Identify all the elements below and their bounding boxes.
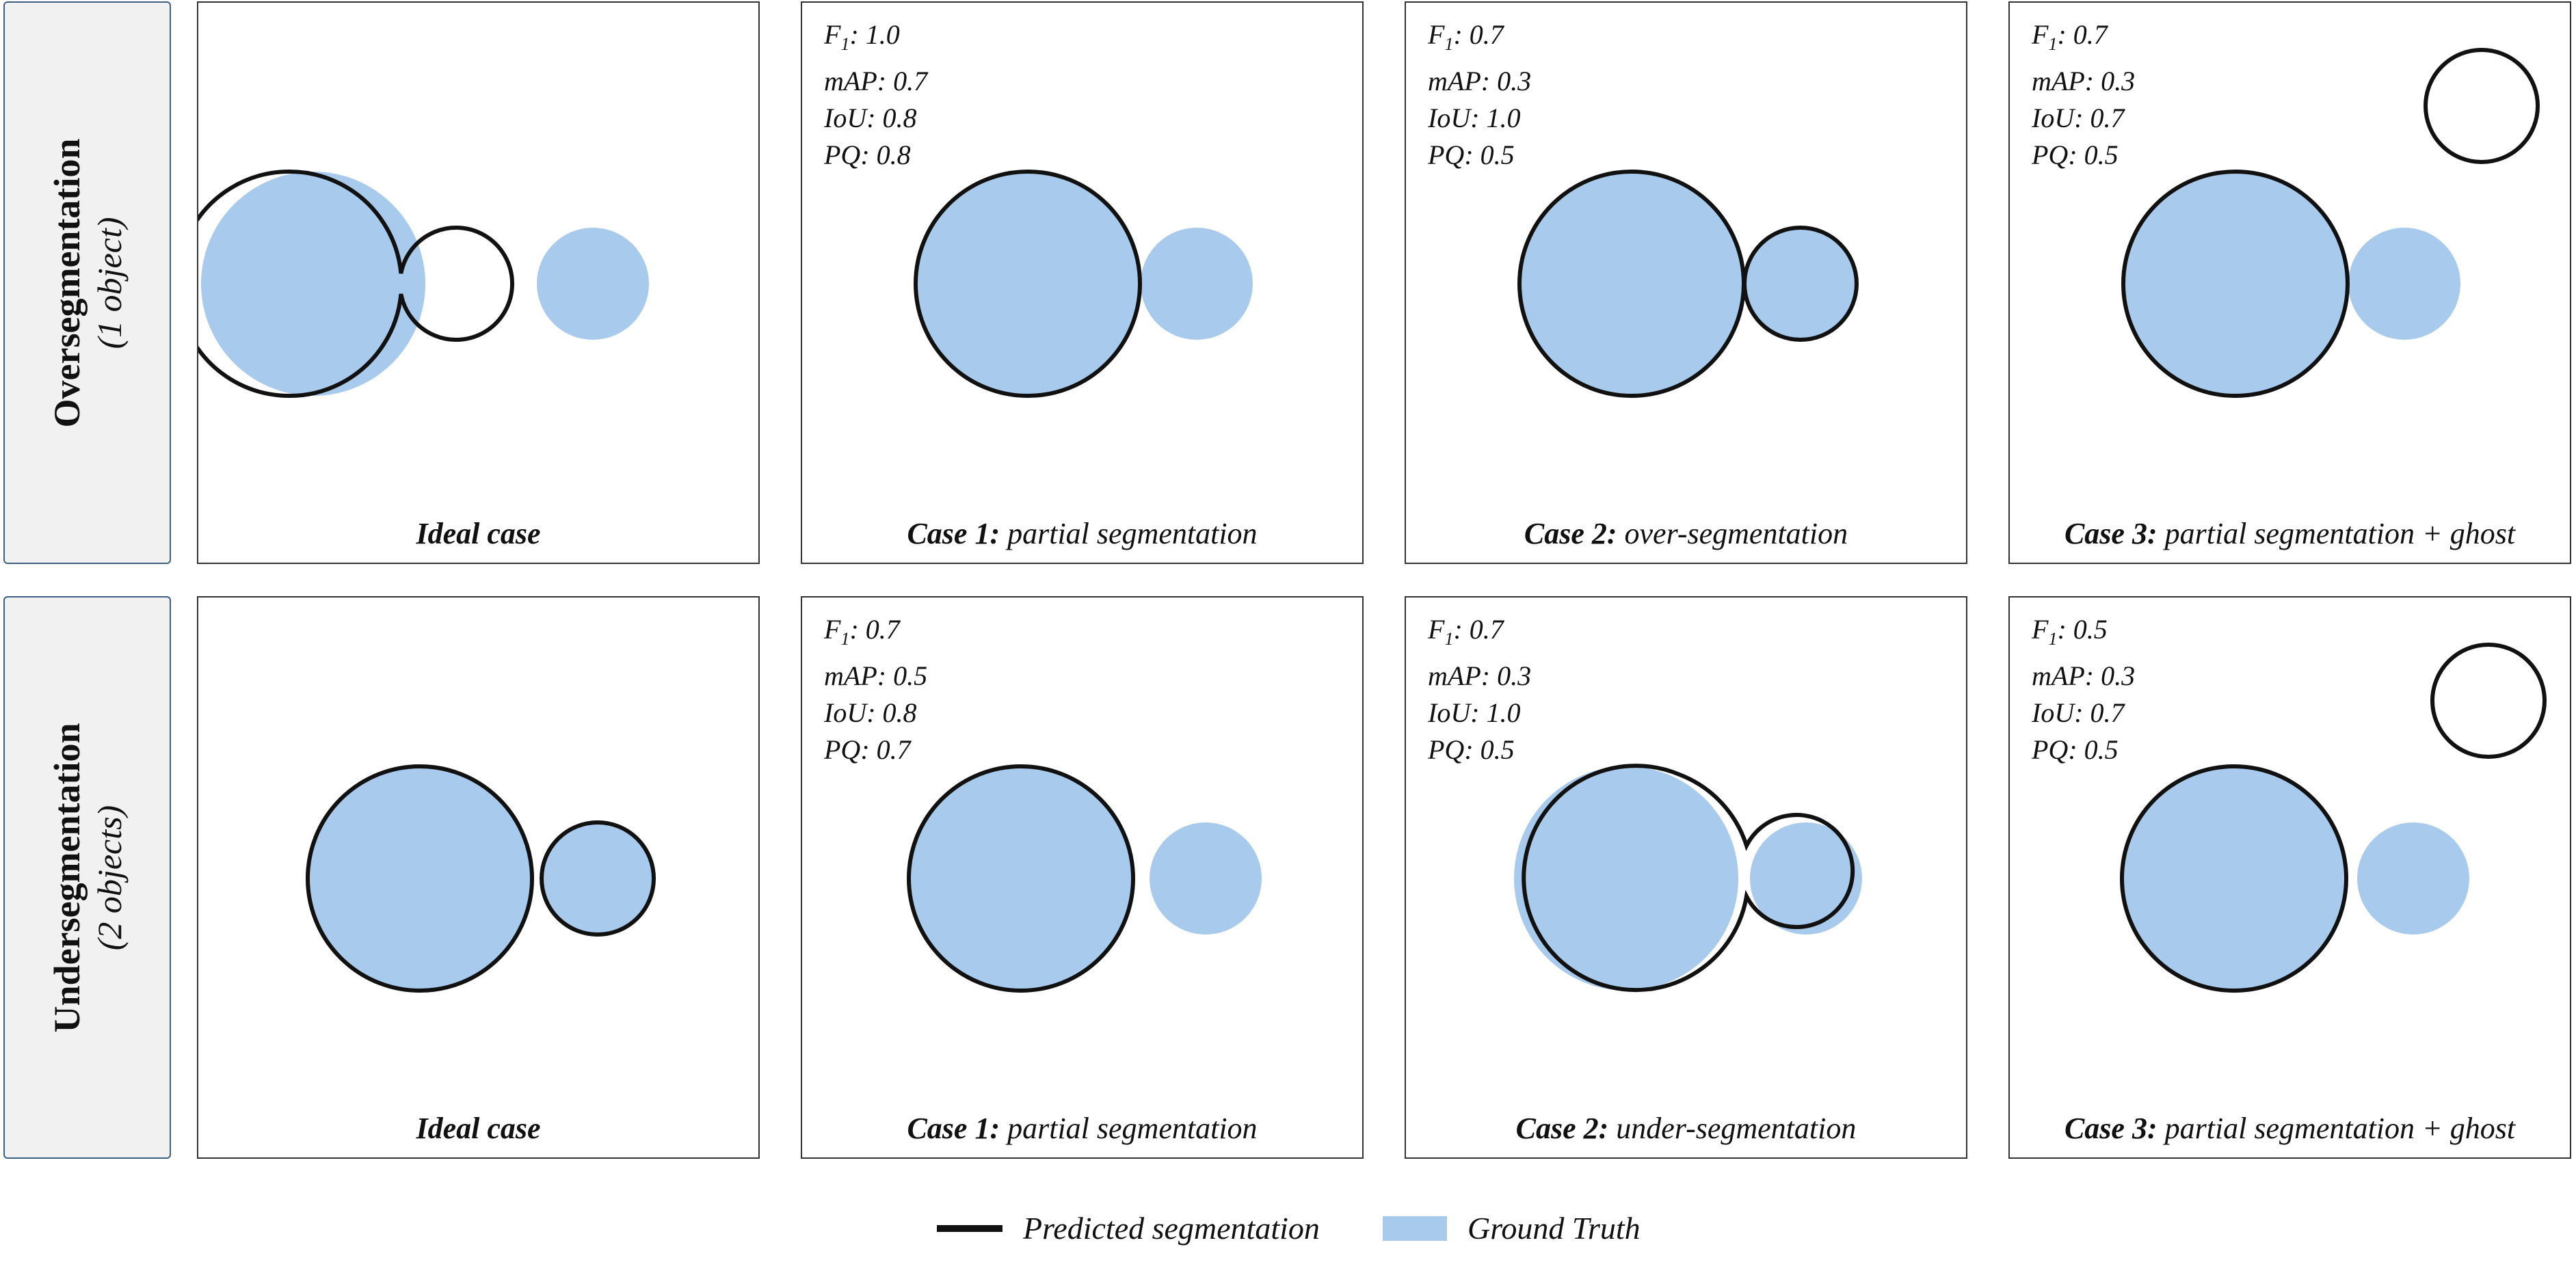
metric-f1: F1: 0.7 bbox=[1428, 614, 1504, 649]
metric-pq: PQ: 0.5 bbox=[2032, 734, 2119, 765]
ground-truth-large bbox=[306, 764, 534, 993]
panel-over-case2: F1: 0.7 mAP: 0.3 IoU: 1.0 PQ: 0.5 Case 2… bbox=[1405, 1, 1967, 564]
metrics-list: F1: 0.7 mAP: 0.5 IoU: 0.8 PQ: 0.7 bbox=[824, 611, 927, 768]
ghost-prediction bbox=[2424, 48, 2540, 164]
metric-pq: PQ: 0.7 bbox=[824, 734, 911, 765]
ground-truth-large bbox=[909, 766, 1133, 991]
prediction-outline bbox=[914, 170, 1142, 398]
legend-fill-swatch bbox=[1383, 1216, 1447, 1241]
metric-f1: F1: 0.7 bbox=[824, 614, 900, 649]
prediction-outline bbox=[907, 764, 1135, 993]
panel-caption: Case 1: partial segmentation bbox=[907, 1112, 1258, 1145]
panel-caption: Case 2: over-segmentation bbox=[1524, 517, 1848, 550]
ground-truth-small bbox=[1141, 228, 1253, 340]
ghost-prediction bbox=[2430, 643, 2547, 759]
metric-f1: F1: 0.5 bbox=[2032, 614, 2108, 649]
metric-iou: IoU: 0.7 bbox=[2032, 103, 2125, 133]
metric-pq: PQ: 0.5 bbox=[1428, 734, 1515, 765]
metric-iou: IoU: 1.0 bbox=[1428, 103, 1521, 133]
panel-caption: Case 2: under-segmentation bbox=[1515, 1112, 1857, 1145]
ground-truth-small bbox=[537, 228, 649, 340]
panel-caption: Case 3: partial segmentation + ghost bbox=[2064, 517, 2516, 550]
row-label-undersegmentation: Undersegmentation (2 objects) bbox=[3, 596, 171, 1159]
ground-truth-large bbox=[916, 172, 1140, 396]
prediction-outline bbox=[198, 170, 514, 398]
metric-iou: IoU: 0.8 bbox=[824, 697, 917, 728]
segmentation-illustration bbox=[2120, 643, 2547, 993]
metric-pq: PQ: 0.5 bbox=[2032, 139, 2119, 170]
ground-truth-large bbox=[201, 172, 425, 396]
legend-label-predicted: Predicted segmentation bbox=[1023, 1211, 1320, 1246]
ground-truth-large bbox=[1519, 172, 1744, 396]
panel-over-case1: F1: 1.0 mAP: 0.7 IoU: 0.8 PQ: 0.8 Case 1… bbox=[801, 1, 1364, 564]
panel-caption: Case 1: partial segmentation bbox=[907, 517, 1258, 550]
panel-under-case3: F1: 0.5 mAP: 0.3 IoU: 0.7 PQ: 0.5 Case 3… bbox=[2008, 596, 2571, 1159]
metric-f1: F1: 0.7 bbox=[2032, 19, 2108, 54]
segmentation-illustration bbox=[914, 170, 1253, 398]
ground-truth-large bbox=[2123, 172, 2348, 396]
legend-item-ground-truth: Ground Truth bbox=[1383, 1210, 1641, 1246]
legend-item-predicted: Predicted segmentation bbox=[937, 1210, 1320, 1246]
row-label-subtitle: (2 objects) bbox=[90, 805, 129, 950]
panel-caption: Ideal case bbox=[416, 517, 541, 550]
metric-map: mAP: 0.3 bbox=[1428, 66, 1532, 96]
ground-truth-small bbox=[1750, 822, 1862, 935]
metric-f1: F1: 1.0 bbox=[824, 19, 900, 54]
metric-iou: IoU: 0.7 bbox=[2032, 697, 2125, 728]
ground-truth-large bbox=[1514, 766, 1738, 991]
metrics-list: F1: 1.0 mAP: 0.7 IoU: 0.8 PQ: 0.8 bbox=[824, 16, 927, 174]
ground-truth-small bbox=[1744, 228, 1857, 340]
metric-iou: IoU: 1.0 bbox=[1428, 697, 1521, 728]
metric-f1: F1: 0.7 bbox=[1428, 19, 1504, 54]
ground-truth-small bbox=[1150, 822, 1262, 935]
ground-truth-small bbox=[540, 820, 656, 937]
metric-iou: IoU: 0.8 bbox=[824, 103, 917, 133]
metrics-list: F1: 0.5 mAP: 0.3 IoU: 0.7 PQ: 0.5 bbox=[2032, 611, 2135, 768]
prediction-outline bbox=[2121, 170, 2350, 398]
metric-pq: PQ: 0.5 bbox=[1428, 139, 1515, 170]
segmentation-illustration bbox=[198, 170, 649, 398]
metrics-list: F1: 0.7 mAP: 0.3 IoU: 1.0 PQ: 0.5 bbox=[1428, 16, 1531, 174]
metric-map: mAP: 0.5 bbox=[824, 660, 928, 691]
segmentation-illustration bbox=[306, 764, 656, 993]
prediction-outline bbox=[1522, 764, 1855, 993]
prediction-outline bbox=[2120, 764, 2348, 993]
segmentation-illustration bbox=[1514, 764, 1862, 993]
legend: Predicted segmentation Ground Truth bbox=[0, 1210, 2576, 1251]
metric-pq: PQ: 0.8 bbox=[824, 139, 911, 170]
metric-map: mAP: 0.3 bbox=[2032, 66, 2136, 96]
panel-over-case3: F1: 0.7 mAP: 0.3 IoU: 0.7 PQ: 0.5 Case 3… bbox=[2008, 1, 2571, 564]
segmentation-illustration bbox=[907, 764, 1262, 993]
row-label-subtitle: (1 object) bbox=[90, 217, 129, 349]
row-label-title: Undersegmentation bbox=[46, 723, 88, 1032]
ground-truth-large bbox=[2122, 766, 2346, 991]
segmentation-illustration bbox=[2121, 48, 2540, 398]
legend-label-ground-truth: Ground Truth bbox=[1468, 1211, 1641, 1246]
metric-map: mAP: 0.3 bbox=[1428, 660, 1532, 691]
panel-caption: Case 3: partial segmentation + ghost bbox=[2064, 1112, 2516, 1145]
segmentation-illustration bbox=[1517, 170, 1859, 398]
legend-line-swatch bbox=[937, 1224, 1002, 1232]
metrics-list: F1: 0.7 mAP: 0.3 IoU: 0.7 PQ: 0.5 bbox=[2032, 16, 2135, 174]
metrics-list: F1: 0.7 mAP: 0.3 IoU: 1.0 PQ: 0.5 bbox=[1428, 611, 1531, 768]
metric-map: mAP: 0.3 bbox=[2032, 660, 2136, 691]
ground-truth-small bbox=[2357, 822, 2469, 935]
panel-under-case2: F1: 0.7 mAP: 0.3 IoU: 1.0 PQ: 0.5 Case 2… bbox=[1405, 596, 1967, 1159]
panel-caption: Ideal case bbox=[416, 1112, 541, 1145]
ground-truth-small bbox=[2348, 228, 2460, 340]
panel-under-case1: F1: 0.7 mAP: 0.5 IoU: 0.8 PQ: 0.7 Case 1… bbox=[801, 596, 1364, 1159]
row-label-title: Oversegmentation bbox=[46, 138, 88, 427]
prediction-outline-small bbox=[1742, 226, 1859, 342]
metric-map: mAP: 0.7 bbox=[824, 66, 928, 96]
panel-over-ideal: Ideal case bbox=[197, 1, 760, 564]
panel-under-ideal: Ideal case bbox=[197, 596, 760, 1159]
row-label-oversegmentation: Oversegmentation (1 object) bbox=[3, 1, 171, 564]
